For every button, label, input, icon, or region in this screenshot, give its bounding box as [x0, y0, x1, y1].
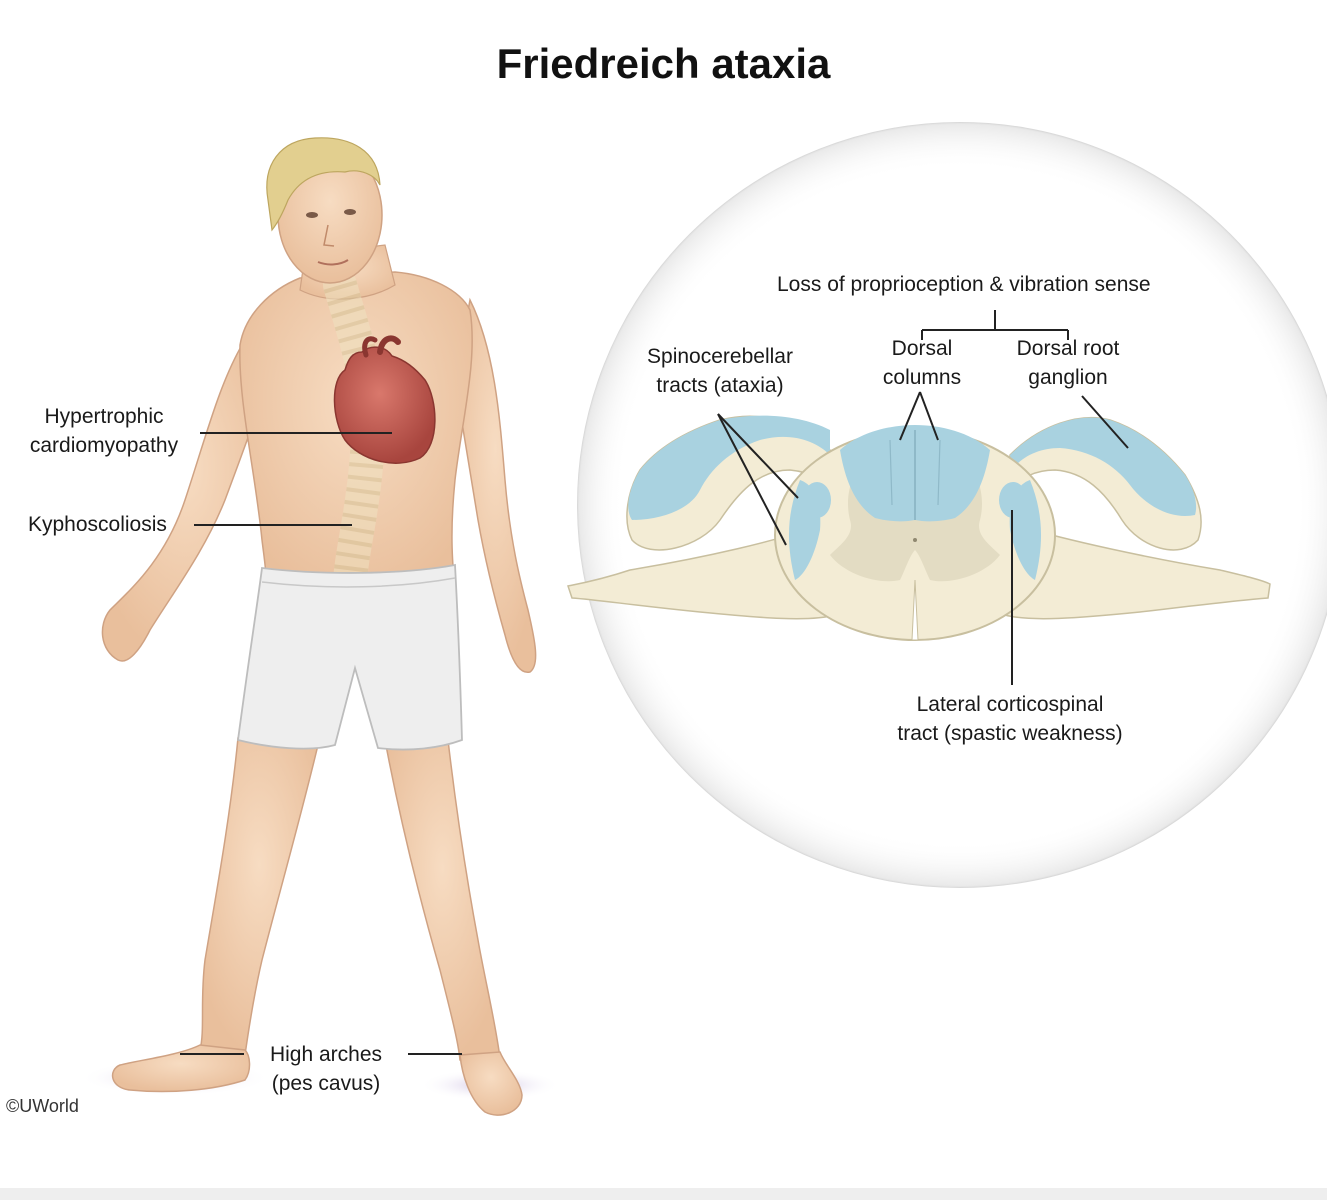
- left-foot: [111, 1044, 251, 1093]
- high-arches-label: High arches (pes cavus): [246, 1040, 406, 1098]
- dorsal-root-ganglion-label-line2: ganglion: [1028, 366, 1108, 389]
- corticospinal-label-line1: Lateral corticospinal: [916, 693, 1104, 716]
- high-arches-label-line1: High arches: [269, 1043, 383, 1066]
- dorsal-columns-label-line1: Dorsal: [891, 337, 953, 360]
- spinocerebellar-label-line2: tracts (ataxia): [656, 374, 784, 397]
- right-lateral-corticospinal-tract: [999, 482, 1027, 518]
- proprioception-label: Loss of proprioception & vibration sense: [777, 273, 1151, 296]
- left-arm: [101, 338, 269, 662]
- shorts: [237, 563, 463, 751]
- left-lateral-corticospinal-tract: [803, 482, 831, 518]
- cardiomyopathy-label-line1: Hypertrophic: [44, 405, 164, 428]
- bottom-bar: [0, 1188, 1327, 1200]
- cardiomyopathy-label-line2: cardiomyopathy: [29, 434, 179, 457]
- hair: [266, 137, 381, 232]
- right-foot: [459, 1051, 523, 1116]
- dorsal-root-ganglion: [1100, 431, 1160, 479]
- heart: [333, 346, 436, 464]
- page-title: Friedreich ataxia: [496, 40, 831, 87]
- dorsal-root-ganglion-label-line1: Dorsal root: [1016, 337, 1120, 360]
- cardiomyopathy-label: Hypertrophic cardiomyopathy: [12, 402, 196, 460]
- left-nerve-root: [567, 518, 836, 620]
- spinocerebellar-label: Spinocerebellar tracts (ataxia): [620, 342, 820, 400]
- corticospinal-label: Lateral corticospinal tract (spastic wea…: [870, 690, 1150, 748]
- right-arm: [454, 297, 537, 673]
- corticospinal-label-line2: tract (spastic weakness): [897, 722, 1123, 745]
- dorsal-columns-label-line2: columns: [882, 366, 962, 389]
- kyphoscoliosis-label: Kyphoscoliosis: [28, 513, 167, 536]
- spinocerebellar-label-line1: Spinocerebellar: [647, 345, 793, 368]
- dorsal-root-ganglion-label: Dorsal root ganglion: [998, 334, 1138, 392]
- dorsal-columns-label: Dorsal columns: [862, 334, 982, 392]
- high-arches-label-line2: (pes cavus): [271, 1072, 381, 1095]
- copyright-notice: ©UWorld: [6, 1096, 79, 1116]
- right-nerve-root: [999, 518, 1271, 620]
- cord-leader-lines: [717, 310, 1129, 685]
